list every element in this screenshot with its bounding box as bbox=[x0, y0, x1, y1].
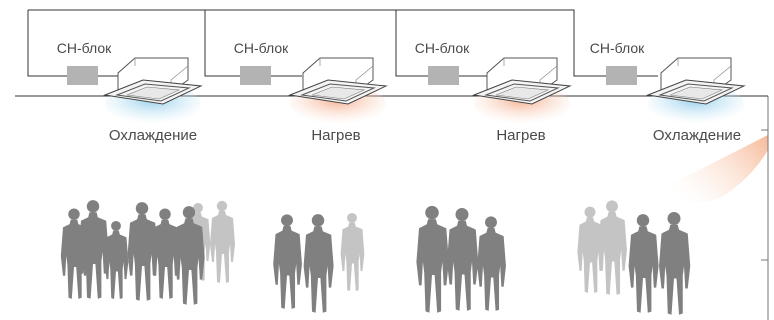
cassette-unit-heat bbox=[472, 57, 572, 124]
wall-unit-airflow bbox=[660, 135, 768, 203]
mode-label-heat: Нагрев bbox=[311, 127, 360, 144]
ch-box bbox=[67, 66, 98, 85]
mode-label-cool: Охлаждение bbox=[109, 127, 197, 144]
people-group-1 bbox=[60, 200, 235, 305]
ch-box bbox=[428, 66, 459, 85]
ch-block-label: CH-блок bbox=[415, 40, 470, 56]
cassette-unit-cool bbox=[646, 57, 746, 124]
mode-label-heat: Нагрев bbox=[496, 127, 545, 144]
people-group-2 bbox=[273, 212, 365, 313]
people-group-3 bbox=[416, 205, 506, 313]
cassette-unit-heat bbox=[288, 57, 388, 124]
ch-block-label: CH-блок bbox=[590, 40, 645, 56]
ch-block-label: CH-блок bbox=[234, 40, 289, 56]
mode-label-cool: Охлаждение bbox=[653, 127, 741, 144]
ch-box bbox=[240, 66, 271, 85]
ch-block-label: CH-блок bbox=[57, 40, 112, 56]
ch-box bbox=[606, 66, 637, 85]
people-group-4 bbox=[577, 200, 691, 315]
cassette-unit-cool bbox=[103, 57, 203, 124]
